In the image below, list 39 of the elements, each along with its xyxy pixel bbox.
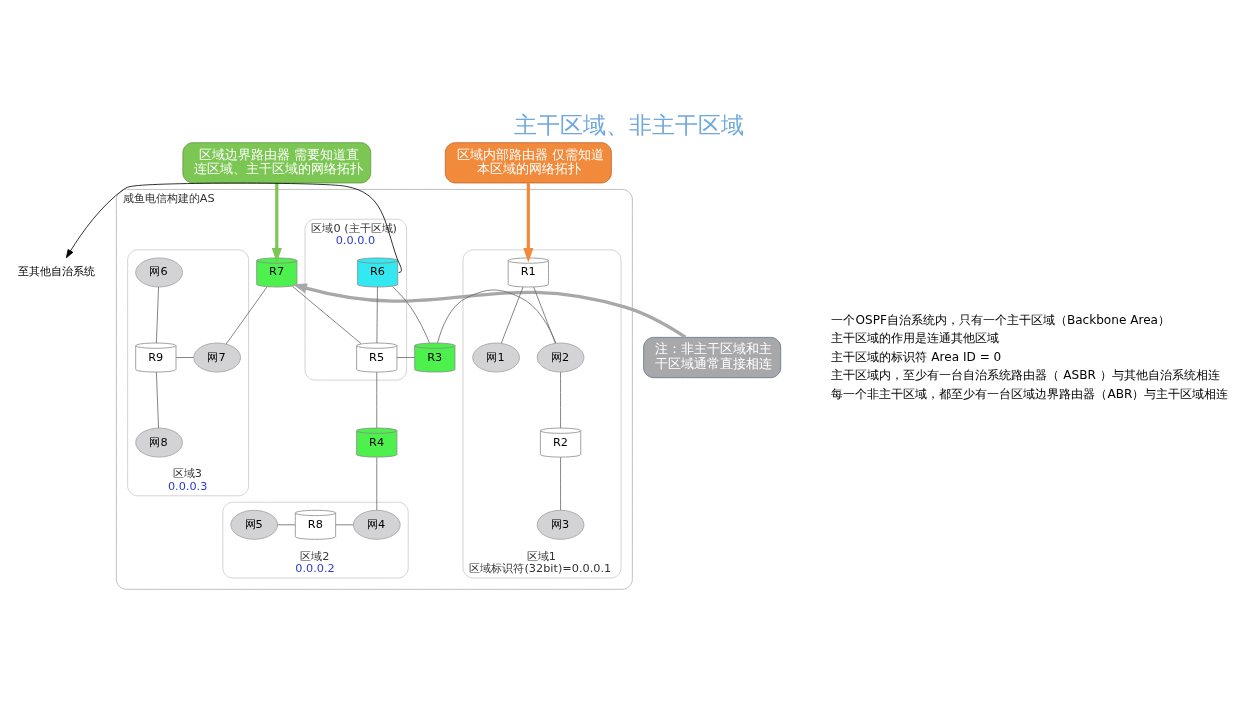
connector xyxy=(225,286,268,344)
node-box: 区域内部路由器 仅需知道本区域的网络拓扑 xyxy=(444,141,612,183)
connector xyxy=(437,289,557,343)
node-box: 区域边界路由器 需要知道直连区域、主干区域的网络拓扑 xyxy=(182,141,372,183)
connector xyxy=(560,456,561,511)
connector xyxy=(396,356,415,358)
node-ellipse: 网1 xyxy=(472,342,520,372)
label: 主干区域内，至少有一台自治系统路由器（ ASBR ）与其他自治系统相连 xyxy=(831,367,1220,382)
node-ellipse: 网3 xyxy=(536,509,585,540)
node-ellipse: 网4 xyxy=(353,509,401,540)
connector xyxy=(376,456,378,511)
connector xyxy=(392,285,430,343)
connector xyxy=(533,286,556,344)
arrow xyxy=(523,182,534,263)
node-ellipse: 网8 xyxy=(135,427,183,457)
connector xyxy=(292,285,362,344)
arrow xyxy=(65,182,402,273)
label: 每一个非主干区域，都至少有一台区域边界路由器（ABR）与主干区域相连 xyxy=(831,386,1229,401)
node-box: 注：非主干区域和主干区域通常直接相连 xyxy=(643,336,782,378)
node-text: 至其他自治系统 xyxy=(17,264,95,278)
node-ellipse: 网6 xyxy=(135,257,183,287)
label: 一个OSPF自治系统内，只有一个主干区域（Backbone Area） xyxy=(831,312,1170,327)
connector xyxy=(500,286,524,344)
connector xyxy=(175,356,194,358)
connector xyxy=(156,371,159,428)
arrow xyxy=(292,282,687,339)
connector xyxy=(335,523,354,525)
node-ellipse: 网7 xyxy=(193,342,241,372)
connector xyxy=(156,286,159,343)
node-ellipse: 网5 xyxy=(230,509,278,540)
arrow xyxy=(271,182,282,263)
connector xyxy=(376,371,378,428)
diagram-title: 主干区域、非主干区域 xyxy=(514,111,745,138)
label: 主干区域的作用是连通其他区域 xyxy=(831,330,1000,345)
connector xyxy=(376,286,378,343)
connector xyxy=(560,371,561,428)
label: 主干区域的标识符 Area ID = 0 xyxy=(831,349,1002,364)
connector xyxy=(277,523,296,525)
node-ellipse: 网2 xyxy=(536,342,585,372)
